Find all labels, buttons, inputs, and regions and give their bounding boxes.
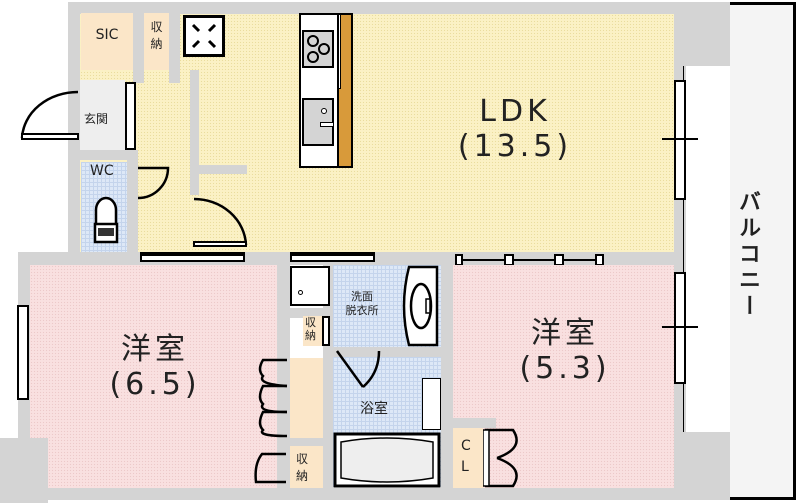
room-western-2-name: 洋室 <box>531 316 599 351</box>
balcony <box>730 2 796 500</box>
ldk-name: LDK <box>479 94 551 129</box>
washing-machine-icon <box>290 266 330 306</box>
ldk-label: LDK (13.5) <box>440 94 590 164</box>
wall-bath-right <box>441 265 453 488</box>
storage-bottom-label: 収 納 <box>296 452 309 483</box>
hall-door-icon[interactable] <box>190 195 250 250</box>
entrance-label: 玄関 <box>84 112 109 126</box>
hallway-wall <box>190 70 199 195</box>
wall-storage-right <box>169 13 180 83</box>
wall-entrance-wc <box>80 150 138 160</box>
outer-wall-bottom <box>18 488 738 500</box>
wall-bath-top <box>333 347 441 357</box>
corner-block-top-right <box>674 2 734 66</box>
room-western-1 <box>30 265 277 488</box>
room-western-2-size: (5.3) <box>519 350 611 386</box>
sic-label: SIC <box>95 27 119 43</box>
folding-door-room2[interactable] <box>455 252 605 266</box>
wall-wc-right <box>127 160 138 252</box>
ventilation-fan-icon <box>183 15 225 57</box>
shower-faucet-icon <box>422 378 441 430</box>
room-western-1-name: 洋室 <box>121 332 189 367</box>
wall-closet-top <box>453 418 496 428</box>
window-left-frame[interactable] <box>17 305 29 400</box>
room-western-2-label: 洋室 (5.3) <box>495 316 635 386</box>
room-storage-mid <box>303 316 323 346</box>
entrance-door-icon[interactable] <box>18 88 80 143</box>
wall-room1-right <box>277 265 290 488</box>
wall-wash-stub <box>290 308 333 318</box>
balcony-inner-line <box>683 66 684 432</box>
room-closet <box>453 428 483 488</box>
bathtub-icon <box>333 432 441 488</box>
room-entrance <box>80 80 125 150</box>
wc-label: WC <box>90 163 114 179</box>
range-hood <box>338 14 341 89</box>
outer-wall-left-upper <box>68 2 80 252</box>
outer-wall-top <box>68 2 684 14</box>
closet-room1 <box>290 358 323 438</box>
storage-top-label: 収 納 <box>150 20 163 51</box>
bathroom-label: 浴室 <box>360 401 388 417</box>
bath-folding-door-icon[interactable] <box>333 347 383 395</box>
ldk-size: (13.5) <box>457 128 573 164</box>
shoe-cabinet <box>125 82 136 150</box>
hallway-stub <box>199 165 247 174</box>
room-sic <box>81 13 133 70</box>
room-western-2 <box>453 265 674 488</box>
vanity-sink-icon <box>395 265 439 347</box>
corner-block-bottom-right <box>674 432 734 500</box>
window-ldk-right[interactable] <box>674 80 686 200</box>
room-storage-top <box>144 13 169 70</box>
room-western-1-label: 洋室 (6.5) <box>85 332 225 402</box>
kitchen-counter-wood <box>337 13 353 168</box>
wall-wash-left <box>323 265 333 488</box>
storage-mid-label: 収 納 <box>305 316 316 343</box>
sliding-door-wash[interactable] <box>290 252 375 262</box>
wall-sic-storage <box>133 13 144 83</box>
storage-mid-door[interactable] <box>322 316 330 346</box>
toilet-icon <box>92 196 120 246</box>
room-storage-bottom <box>290 446 323 488</box>
closet-doors[interactable] <box>482 428 525 488</box>
window-ldk-right-mark <box>662 138 698 140</box>
room-western-1-size: (6.5) <box>109 366 201 402</box>
stove-icon <box>302 30 334 68</box>
corner-block-room1 <box>0 438 48 503</box>
sink-icon <box>302 98 334 146</box>
window-room2-right-mark <box>662 326 698 328</box>
closet-label: C L <box>461 438 471 475</box>
sliding-door-room1[interactable] <box>140 252 245 262</box>
wc-door-icon[interactable] <box>136 165 170 201</box>
wall-closet-divider <box>290 438 323 446</box>
outer-wall-right <box>674 2 686 500</box>
window-room2-right[interactable] <box>674 272 686 384</box>
closet-room1-doors[interactable] <box>255 358 290 438</box>
washroom-label: 洗面 脱衣所 <box>345 290 379 318</box>
balcony-label: バルコニー <box>735 190 760 320</box>
storage-bottom-door[interactable] <box>252 452 290 488</box>
